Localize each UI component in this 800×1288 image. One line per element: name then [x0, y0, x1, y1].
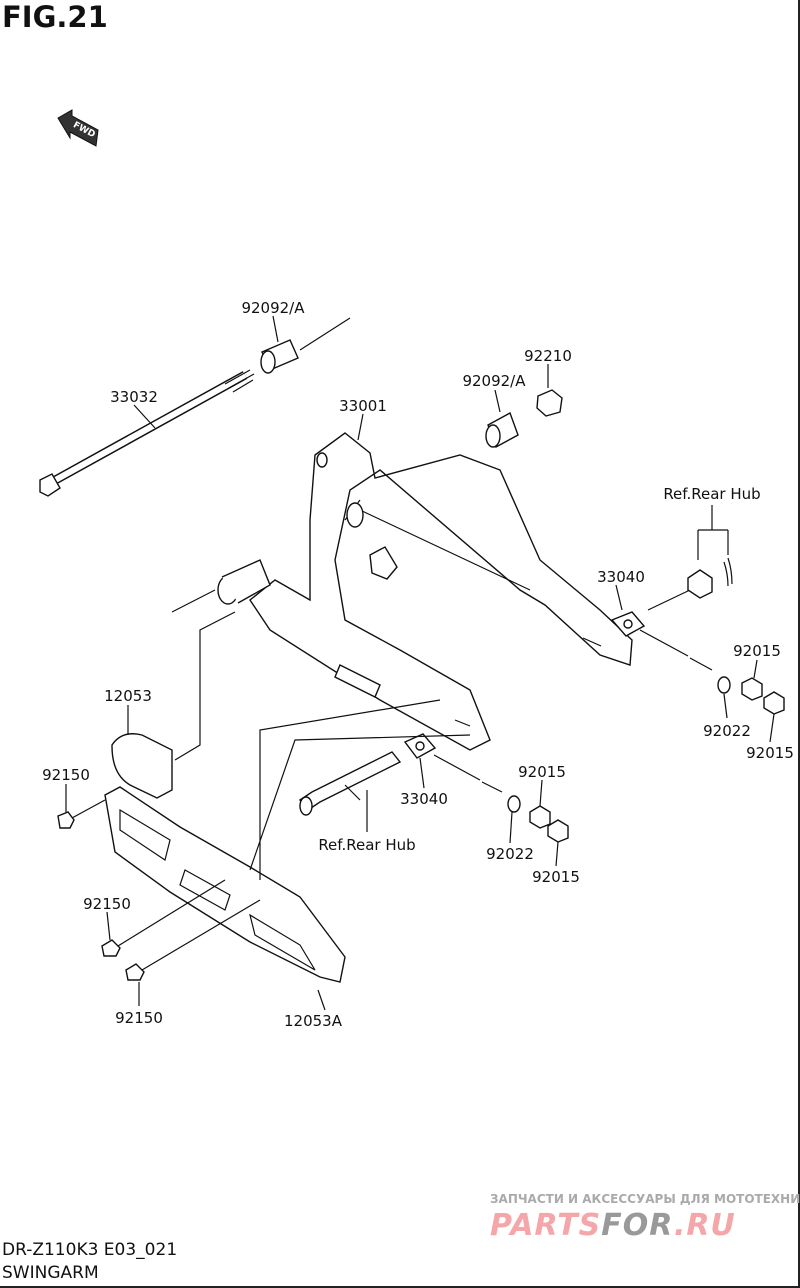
label-92150-b: 92150	[83, 895, 131, 913]
label-92015-left-1: 92015	[518, 763, 566, 781]
bolt-92150-b	[101, 879, 226, 957]
bolt-92150-a	[57, 784, 106, 829]
bolt-92150-c	[125, 899, 261, 1006]
nut-top	[536, 364, 563, 417]
label-92015-right-2: 92015	[746, 744, 794, 762]
label-12053: 12053	[104, 687, 152, 705]
label-ref-rear-hub-left: Ref.Rear Hub	[318, 836, 415, 854]
figure-title: FIG.21	[2, 0, 108, 34]
bushing-right	[485, 389, 519, 449]
label-92150-a: 92150	[42, 766, 90, 784]
castle-nut-right	[687, 505, 733, 599]
adjuster-right	[610, 584, 713, 671]
watermark-logo-part3: .RU	[673, 1208, 736, 1243]
watermark-logo-part2: FOR	[601, 1208, 674, 1243]
label-33040-left: 33040	[400, 790, 448, 808]
swingarm-guard	[111, 611, 236, 799]
label-12053a: 12053A	[284, 1012, 343, 1030]
label-33032: 33032	[110, 388, 158, 406]
label-33001: 33001	[339, 397, 387, 415]
washer-nuts-right	[717, 659, 785, 743]
pivot-axle	[39, 369, 255, 497]
label-92210: 92210	[524, 347, 572, 365]
label-92022-right: 92022	[703, 722, 751, 740]
watermark-logo-part1: PARTS	[490, 1208, 602, 1243]
label-33040-right: 33040	[597, 568, 645, 586]
label-92150-c: 92150	[115, 1009, 163, 1027]
label-92092a-top: 92092/A	[241, 299, 305, 317]
label-92092a-right: 92092/A	[462, 372, 526, 390]
swingarm-body	[217, 413, 633, 751]
label-92015-left-2: 92015	[532, 868, 580, 886]
bushing-top	[171, 315, 351, 613]
rear-axle-left	[298, 751, 402, 832]
label-ref-rear-hub-right: Ref.Rear Hub	[663, 485, 760, 503]
fwd-arrow-icon: FWD	[57, 109, 99, 147]
label-92015-right-1: 92015	[733, 642, 781, 660]
watermark-logo: PARTSFOR.RU	[490, 1210, 736, 1242]
label-92022-left: 92022	[486, 845, 534, 863]
washer-nuts-left	[507, 779, 569, 867]
section-title: SWINGARM	[2, 1263, 99, 1283]
watermark-tagline: ЗАПЧАСТИ И АКСЕССУАРЫ ДЛЯ МОТОТЕХНИКИ	[490, 1192, 800, 1206]
adjuster-left	[403, 733, 503, 793]
model-code: DR-Z110K3 E03_021	[2, 1240, 178, 1260]
